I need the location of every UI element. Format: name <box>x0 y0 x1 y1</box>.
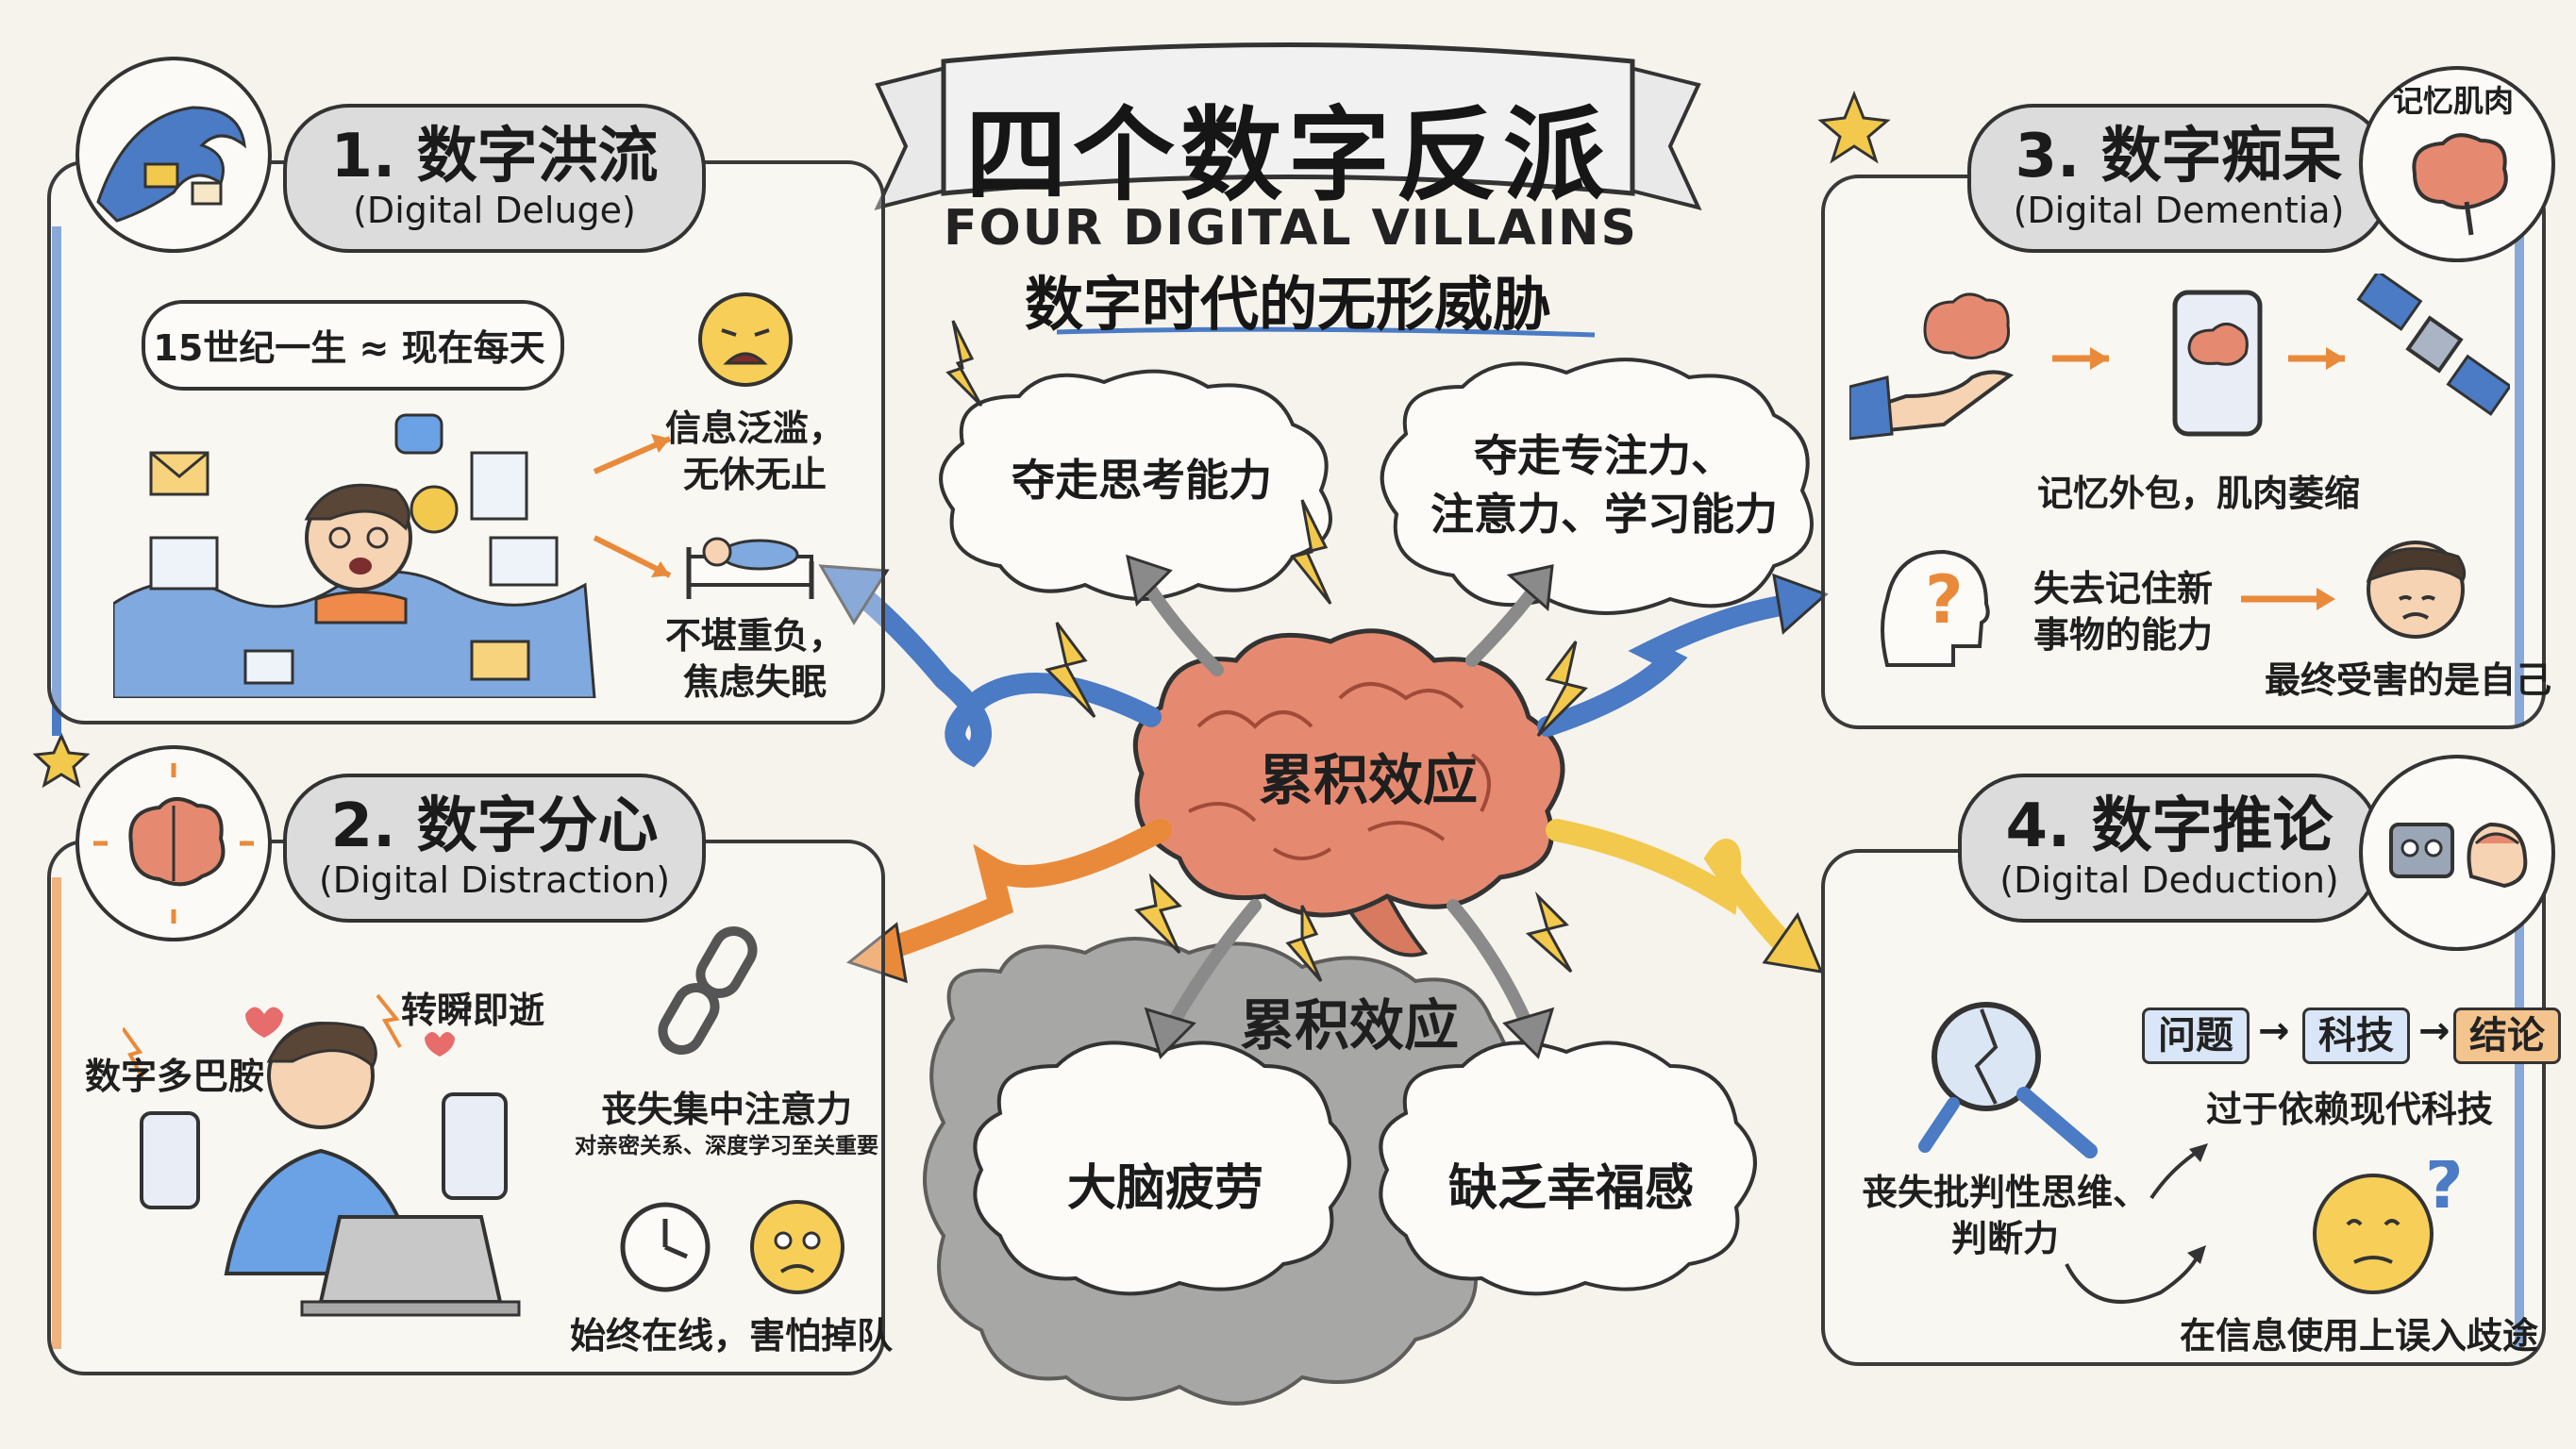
astray-label: 在信息使用上误入歧途 <box>2180 1315 2539 1357</box>
crying-face-icon <box>698 292 793 387</box>
wave-icon <box>75 57 272 253</box>
cloud-think-label: 夺走思考能力 <box>1012 455 1272 506</box>
thought-bubble-text: 15世纪一生 ≈ 现在每天 <box>153 327 545 369</box>
cloud-focus-label: 夺走专注力、 注意力、学习能力 <box>1397 426 1812 543</box>
flow-arrow-2: → <box>2418 1009 2451 1053</box>
memory-outsource-illustration <box>1849 274 2510 441</box>
panel4-subtitle: (Digital Deduction) <box>1999 859 2339 902</box>
arrow-to-panel4 <box>1546 819 1824 974</box>
bed-icon <box>686 537 814 599</box>
panel3-subtitle: (Digital Dementia) <box>2013 190 2345 232</box>
page-subtitle: 数字时代的无形威胁 <box>1024 270 1551 339</box>
panel1-note1-line2: 无休无止 <box>682 454 827 496</box>
clock-and-worried-face-icons <box>620 1200 845 1294</box>
panel1-note2-line1: 不堪重负， <box>664 615 845 657</box>
victim-label: 最终受害的是自己 <box>2265 659 2552 701</box>
arrow-to-panel3 <box>1537 573 1829 737</box>
cloud-focus <box>1380 358 1814 615</box>
scattered-brain-icon <box>75 745 272 941</box>
lose-focus-label: 丧失集中注意力 <box>600 1089 852 1130</box>
always-online-label: 始终在线，害怕掉队 <box>569 1315 893 1357</box>
gray-arrow-heads <box>1126 554 1555 1059</box>
page-title: 四个数字反派 <box>964 97 1611 215</box>
dopamine-label: 数字多巴胺 <box>85 1056 265 1097</box>
panel1-title: 1. 数字洪流 <box>330 122 659 192</box>
panel3-title: 3. 数字痴呆 <box>2015 122 2343 192</box>
thought-bubble <box>142 300 564 391</box>
cloud-fatigue <box>973 1041 1351 1296</box>
lose-memory-label: 失去记住新 事物的能力 <box>2033 566 2213 659</box>
panel1-note1-line1: 信息泛滥， <box>664 408 845 449</box>
panel3-arrow <box>2241 588 2335 610</box>
cloud-happiness-label: 缺乏幸福感 <box>1447 1160 1694 1217</box>
memory-muscle-label: 记忆肌肉 <box>2392 83 2514 119</box>
broken-magnifier-icon <box>1918 1002 2098 1158</box>
panel1-note1: 信息泛滥， 无休无止 <box>651 406 859 499</box>
cloud-fatigue-label: 大脑疲劳 <box>1066 1160 1263 1217</box>
cloud-focus-line2: 注意力、学习能力 <box>1430 489 1778 541</box>
panel4-title-pill: 4. 数字推论 (Digital Deduction) <box>1958 774 2381 923</box>
panel4-title: 4. 数字推论 <box>2005 791 2333 861</box>
brain-label: 累积效应 <box>1258 748 1478 812</box>
sad-person-icon <box>2366 541 2467 639</box>
over-rely-label: 过于依赖现代科技 <box>2205 1089 2493 1130</box>
panel1-note2: 不堪重负， 焦虑失眠 <box>651 613 859 707</box>
page-title-english: FOUR DIGITAL VILLAINS <box>944 200 1638 257</box>
head-question-icon: ? <box>1881 549 1990 667</box>
brain-illustration <box>1132 628 1565 958</box>
memory-muscle-icon <box>2359 66 2555 262</box>
cloud-focus-line1: 夺走专注力、 <box>1474 430 1734 481</box>
svg-text:?: ? <box>2425 1160 2464 1224</box>
flow-arrow-1: → <box>2258 1009 2290 1053</box>
panel1-title-pill: 1. 数字洪流 (Digital Deluge) <box>283 104 706 253</box>
panel2-subtitle: (Digital Distraction) <box>318 859 671 902</box>
lightning-bolts <box>945 320 1588 982</box>
flow-box-question: 问题 <box>2142 1008 2250 1064</box>
drowning-person-illustration <box>113 413 596 698</box>
lose-memory-line1: 失去记住新 <box>2033 568 2214 609</box>
flow-box-conclusion: 结论 <box>2453 1008 2561 1064</box>
title-banner <box>874 42 1702 338</box>
panel4-curved-arrows <box>2065 1143 2208 1304</box>
lose-critical-label: 丧失批判性思维、 判断力 <box>1849 1170 2161 1263</box>
panel2-title-pill: 2. 数字分心 (Digital Distraction) <box>283 774 706 923</box>
arrow-to-panel2 <box>845 819 1172 984</box>
panel1-subtitle: (Digital Deluge) <box>353 190 636 232</box>
cloud-happiness <box>1379 1041 1757 1296</box>
panel1-arrows <box>593 434 672 578</box>
cumulative-effect-label: 累积效应 <box>1239 993 1459 1058</box>
lose-critical-line1: 丧失批判性思维、 <box>1861 1172 2149 1213</box>
panel-brush-lines <box>52 226 2524 1349</box>
broken-chain-icon <box>658 926 758 1055</box>
distracted-person-illustration <box>123 993 521 1317</box>
panel3-title-pill: 3. 数字痴呆 (Digital Dementia) <box>1967 104 2390 253</box>
lose-memory-line2: 事物的能力 <box>2033 614 2214 657</box>
arrow-to-panel1 <box>818 564 1162 768</box>
cloud-think <box>939 369 1332 601</box>
lose-critical-line2: 判断力 <box>1950 1218 2059 1260</box>
robot-head-icon <box>2359 755 2555 951</box>
flow-box-tech: 科技 <box>2302 1008 2410 1064</box>
fleeting-label: 转瞬即逝 <box>401 990 545 1031</box>
confused-face-icon: ? <box>2313 1160 2464 1294</box>
panel2-title: 2. 数字分心 <box>330 791 659 861</box>
panel1-note2-line2: 焦虑失眠 <box>682 661 827 704</box>
lose-focus-sub: 对亲密关系、深度学习至关重要 <box>575 1134 878 1158</box>
decor-stars <box>32 90 1891 789</box>
svg-text:?: ? <box>1925 561 1964 639</box>
outsource-label: 记忆外包，肌肉萎缩 <box>2036 473 2360 514</box>
